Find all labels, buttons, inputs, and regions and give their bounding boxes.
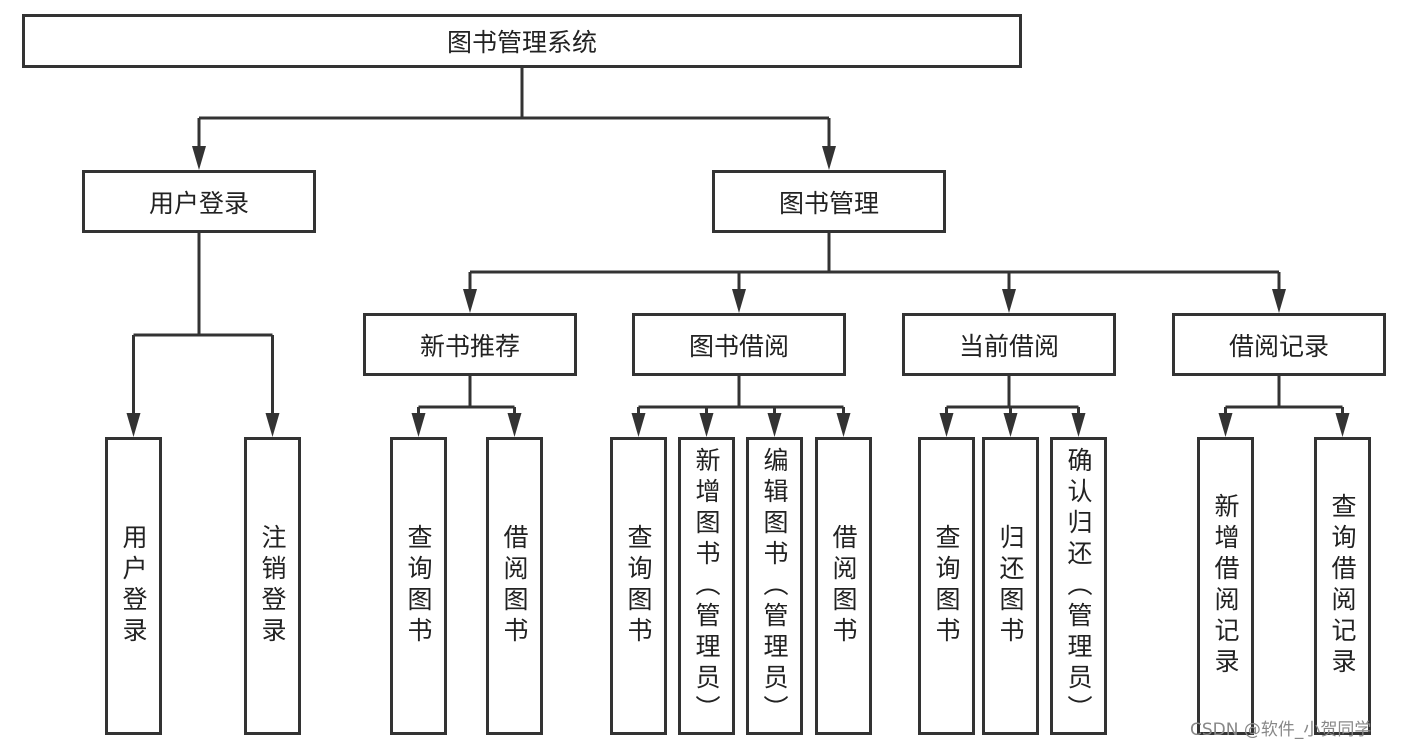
root-node-label: 图书管理系统 — [446, 28, 597, 57]
module-node: 当前借阅 — [902, 313, 1116, 376]
arrowhead-icon — [822, 146, 836, 170]
leaf-node: 编辑图书（管理员） — [746, 437, 803, 735]
leaf-node-label: 查询图书 — [932, 524, 961, 648]
arrowhead-icon — [265, 413, 280, 437]
leaf-node: 查询图书 — [610, 437, 667, 735]
arrowhead-icon — [631, 413, 646, 437]
leaf-node-label: 用户登录 — [119, 524, 148, 648]
root-node: 图书管理系统 — [22, 14, 1022, 68]
leaf-node-label: 查询图书 — [404, 524, 433, 648]
arrowhead-icon — [1272, 289, 1286, 313]
leaf-node-label: 新增图书（管理员） — [692, 446, 721, 726]
node-book-management: 图书管理 — [712, 170, 946, 233]
leaf-node: 归还图书 — [982, 437, 1039, 735]
module-node-label: 新书推荐 — [419, 331, 520, 361]
leaf-node-label: 注销登录 — [258, 524, 287, 648]
arrowhead-icon — [411, 413, 426, 437]
arrowhead-icon — [1003, 413, 1018, 437]
module-node-label: 借阅记录 — [1228, 331, 1329, 361]
leaf-node-label: 归还图书 — [996, 524, 1025, 648]
arrowhead-icon — [699, 413, 714, 437]
leaf-node: 查询图书 — [390, 437, 447, 735]
module-node-label: 当前借阅 — [958, 331, 1059, 361]
arrowhead-icon — [1335, 413, 1350, 437]
leaf-node-label: 借阅图书 — [829, 524, 858, 648]
leaf-node: 用户登录 — [105, 437, 162, 735]
leaf-node: 查询图书 — [918, 437, 975, 735]
leaf-node-label: 查询图书 — [624, 524, 653, 648]
leaf-node-label: 新增借阅记录 — [1211, 493, 1240, 679]
arrowhead-icon — [1002, 289, 1016, 313]
leaf-node-label: 借阅图书 — [500, 524, 529, 648]
leaf-node: 借阅图书 — [486, 437, 543, 735]
leaf-node: 确认归还（管理员） — [1050, 437, 1107, 735]
leaf-node: 查询借阅记录 — [1314, 437, 1371, 735]
node-user-login-label: 用户登录 — [148, 188, 249, 218]
module-node-label: 图书借阅 — [688, 331, 789, 361]
arrowhead-icon — [1218, 413, 1233, 437]
leaf-node: 注销登录 — [244, 437, 301, 735]
leaf-node: 借阅图书 — [815, 437, 872, 735]
node-user-login: 用户登录 — [82, 170, 316, 233]
arrowhead-icon — [507, 413, 522, 437]
node-book-management-label: 图书管理 — [778, 188, 879, 218]
leaf-node: 新增借阅记录 — [1197, 437, 1254, 735]
module-node: 借阅记录 — [1172, 313, 1386, 376]
leaf-node-label: 编辑图书（管理员） — [760, 446, 789, 726]
module-node: 图书借阅 — [632, 313, 846, 376]
watermark: CSDN @软件_小贺同学 — [1190, 720, 1372, 740]
leaf-node-label: 确认归还（管理员） — [1064, 446, 1093, 726]
arrowhead-icon — [939, 413, 954, 437]
arrowhead-icon — [767, 413, 782, 437]
arrowhead-icon — [1071, 413, 1086, 437]
arrowhead-icon — [463, 289, 477, 313]
leaf-node-label: 查询借阅记录 — [1328, 493, 1357, 679]
arrowhead-icon — [126, 413, 141, 437]
module-node: 新书推荐 — [363, 313, 577, 376]
arrowhead-icon — [836, 413, 851, 437]
arrowhead-icon — [192, 146, 206, 170]
leaf-node: 新增图书（管理员） — [678, 437, 735, 735]
arrowhead-icon — [732, 289, 746, 313]
